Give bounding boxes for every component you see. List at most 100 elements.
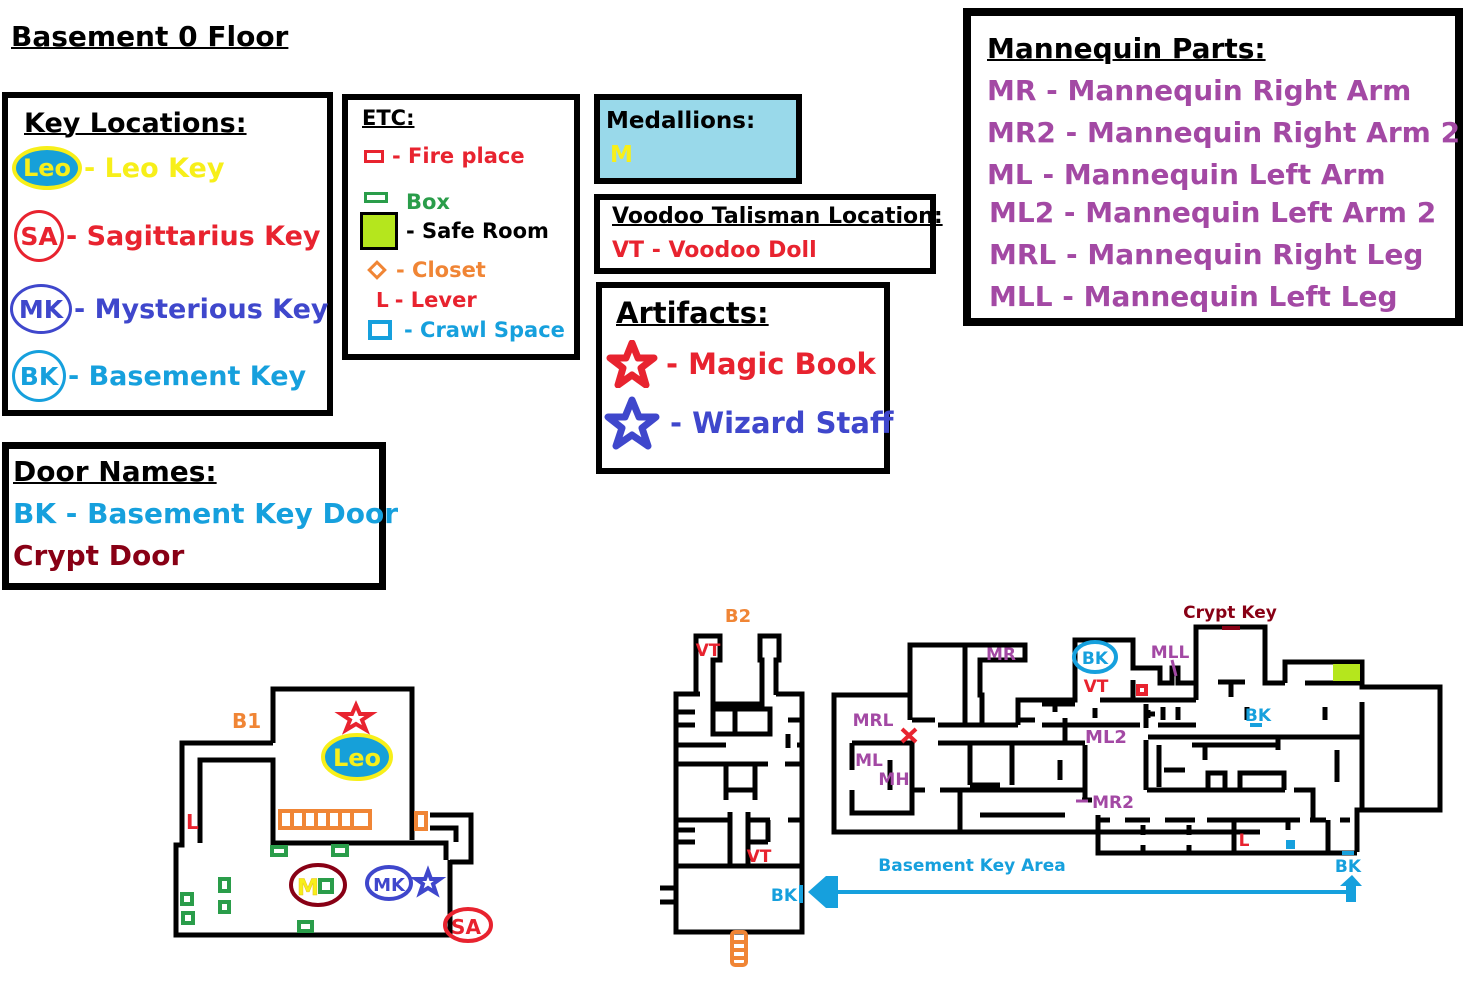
mannequin-parts-legend: Mannequin Parts: MR - Mannequin Right Ar… (963, 8, 1463, 326)
main-mannequin-mr2: MR2 (1092, 793, 1134, 813)
box-icon (331, 844, 349, 857)
main-voodoo: VT (1084, 677, 1109, 697)
b1-magic-book-star (334, 700, 378, 735)
basement-key-icon: BK (12, 350, 66, 402)
sagittarius-key-label: - Sagittarius Key (66, 220, 321, 252)
legend-item-safe-room: - Safe Room (360, 212, 549, 250)
fireplace-label: - Fire place (392, 144, 525, 168)
mannequin-item-mll: MLL - Mannequin Left Leg (989, 280, 1398, 313)
box-icon (318, 878, 334, 894)
legend-item-magic-book: - Magic Book (606, 340, 876, 388)
voodoo-doll-item: VT - Voodoo Doll (612, 238, 817, 263)
legend-item-fireplace: - Fire place (364, 144, 525, 168)
door-names-legend: Door Names: BK - Basement Key Door Crypt… (2, 442, 398, 590)
b2-bk-door-label: BK (771, 886, 798, 906)
b1-crypt-medallion-marker (289, 863, 347, 907)
mannequin-item-mr: MR - Mannequin Right Arm (987, 74, 1412, 107)
artifacts-legend: Artifacts: - Magic Book - Wizard Staff (596, 282, 893, 474)
b1-closet-ladder (278, 809, 428, 831)
main-crawl-space-icon (1286, 840, 1295, 849)
box-icon (270, 845, 288, 857)
map-main (831, 624, 1443, 856)
etc-title: ETC: (362, 106, 415, 130)
legend-item-crawl-space: - Crawl Space (368, 318, 565, 342)
medallion-icon: M (610, 142, 633, 168)
mannequin-item-ml: ML - Mannequin Left Arm (987, 158, 1386, 191)
main-mannequin-mr: MR (986, 645, 1016, 665)
red-star-icon (606, 340, 658, 388)
b1-sagittarius-key-text: SA (451, 915, 481, 939)
box-label: Box (406, 190, 450, 214)
main-bk-door-top-label: BK (1245, 706, 1272, 726)
key-locations-title: Key Locations: (24, 108, 247, 139)
b1-medallion: M (297, 876, 319, 901)
b1-leo-key-marker (321, 733, 393, 781)
b1-mysterious-key-text: MK (373, 875, 406, 896)
b1-mysterious-key-marker (365, 865, 413, 901)
main-basement-key-marker (1072, 640, 1118, 674)
leo-key-label: - Leo Key (84, 152, 225, 184)
basement-key-label: - Basement Key (68, 360, 307, 392)
door-item-crypt: Crypt Door (13, 539, 185, 572)
map-b2 (660, 633, 805, 935)
mannequin-item-ml2: ML2 - Mannequin Left Arm 2 (989, 196, 1437, 229)
wizard-staff-label: - Wizard Staff (670, 406, 894, 440)
main-mannequin-ml: ML (855, 751, 883, 771)
box-icon (180, 892, 194, 906)
key-locations-legend: Key Locations: Leo - Leo Key SA - Sagitt… (2, 92, 333, 416)
main-x-marker (900, 727, 918, 744)
main-mannequin-ml2: ML2 (1085, 727, 1127, 748)
legend-item-lever: L - Lever (376, 288, 477, 312)
voodoo-legend: Voodoo Talisman Location: VT - Voodoo Do… (594, 194, 943, 274)
mysterious-key-label: - Mysterious Key (74, 293, 329, 325)
sagittarius-key-icon: SA (14, 210, 64, 262)
box-icon (218, 900, 231, 914)
legend-item-wizard-staff: - Wizard Staff (604, 396, 893, 450)
crawl-space-label: - Crawl Space (404, 318, 565, 342)
legend-item-sagittarius-key: SA - Sagittarius Key (14, 210, 321, 262)
fireplace-icon (364, 149, 384, 163)
leo-key-icon: Leo (12, 146, 82, 190)
page-title: Basement 0 Floor (11, 20, 289, 53)
legend-item-leo-key: Leo - Leo Key (12, 146, 224, 190)
b1-sagittarius-key-marker (443, 907, 493, 943)
voodoo-title: Voodoo Talisman Location: (612, 204, 943, 229)
blue-star-icon (604, 396, 660, 450)
medallions-legend: Medallions: M (594, 94, 802, 184)
legend-item-mysterious-key: MK - Mysterious Key (10, 284, 329, 334)
fireplace-inner (1140, 688, 1144, 692)
b1-boxes (180, 844, 349, 933)
artifacts-title: Artifacts: (616, 296, 769, 330)
box-icon (218, 877, 231, 893)
main-safe-room (1333, 664, 1360, 681)
medallions-title: Medallions: (606, 108, 756, 134)
b1-label: B1 (232, 709, 261, 733)
b1-leo-key-text: Leo (333, 744, 381, 772)
main-mannequin-mrl: MRL (853, 711, 894, 731)
main-lever: L (1239, 831, 1250, 851)
mannequin-title: Mannequin Parts: (987, 32, 1266, 65)
crawl-space-icon (368, 320, 392, 340)
main-bk-door-bottom-label: BK (1335, 857, 1362, 877)
box-icon (297, 920, 314, 933)
mannequin-item-mrl: MRL - Mannequin Right Leg (989, 238, 1424, 271)
safe-room-icon (360, 212, 398, 250)
box-icon (364, 191, 388, 203)
b1-lever: L (186, 810, 199, 834)
basement-key-area-label: Basement Key Area (878, 856, 1065, 876)
magic-book-label: - Magic Book (666, 347, 876, 381)
main-mannequin-mll: MLL (1151, 643, 1190, 663)
mysterious-key-icon: MK (10, 284, 72, 334)
basement-key-area-arrow (808, 875, 1362, 908)
box-icon (181, 911, 195, 925)
legend-item-closet: - Closet (367, 258, 486, 282)
mannequin-item-mr2: MR2 - Mannequin Right Arm 2 (987, 116, 1461, 149)
safe-room-label: - Safe Room (406, 219, 549, 243)
door-item-basement-key: BK - Basement Key Door (13, 497, 398, 530)
b2-voodoo-mid: VT (747, 847, 772, 867)
legend-item-basement-key: BK - Basement Key (12, 350, 306, 402)
main-basement-key-text: BK (1082, 649, 1109, 669)
b2-voodoo-top: VT (696, 641, 721, 661)
closet-label: - Closet (396, 258, 486, 282)
